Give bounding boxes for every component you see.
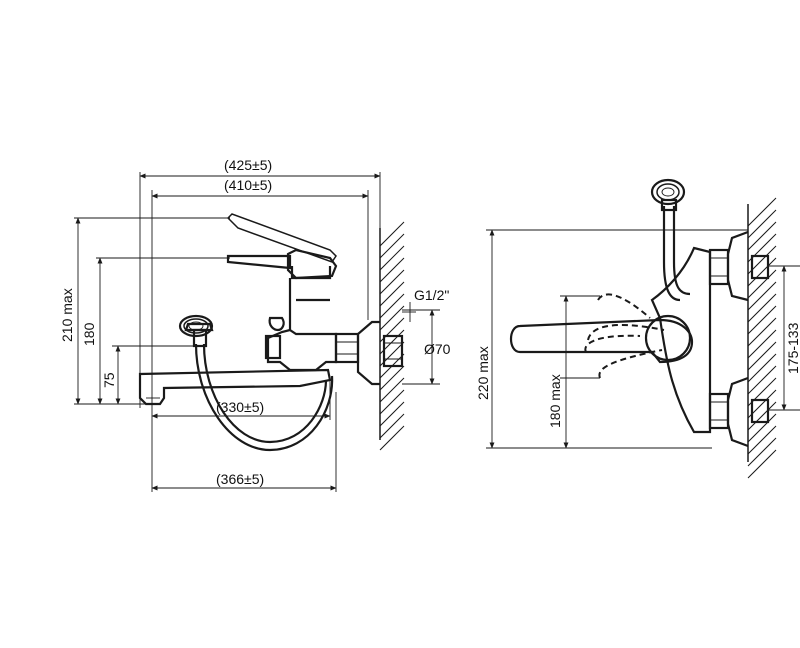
front-view: 220 max 180 max 175-133 bbox=[475, 178, 800, 479]
dim-body-width: (410±5) bbox=[224, 177, 272, 193]
front-shower-hose bbox=[662, 206, 691, 302]
front-wall bbox=[747, 197, 777, 479]
side-extension-lines bbox=[74, 172, 440, 492]
dim-overall-width: (425±5) bbox=[224, 157, 272, 173]
dim-height-max: 210 max bbox=[59, 288, 75, 342]
side-shower-hose bbox=[194, 343, 334, 452]
front-lever-dashed bbox=[584, 293, 665, 379]
front-lever-solid bbox=[509, 314, 694, 364]
side-lever-raised bbox=[226, 213, 337, 263]
side-lever-lowered bbox=[226, 248, 338, 280]
side-dimension-lines bbox=[75, 173, 435, 491]
side-view: (425±5) (410±5) (330±5) (366±5) 210 max … bbox=[59, 157, 451, 492]
dim-spout-length: (330±5) bbox=[216, 399, 264, 415]
dim-diameter: Ø70 bbox=[424, 341, 451, 357]
front-dimension-lines bbox=[489, 229, 787, 449]
dim-front-spacing: 175-133 bbox=[785, 322, 800, 374]
dim-total-length: (366±5) bbox=[216, 471, 264, 487]
dim-height-180: 180 bbox=[81, 322, 97, 346]
side-spout bbox=[138, 368, 332, 406]
front-upper-flange bbox=[708, 230, 770, 302]
side-shower-head bbox=[178, 314, 214, 348]
dim-front-height-max: 220 max bbox=[475, 346, 491, 400]
front-lower-flange bbox=[708, 376, 770, 448]
side-eccentric-nut bbox=[334, 332, 360, 364]
front-shower-head bbox=[650, 178, 686, 212]
dim-height-75: 75 bbox=[101, 372, 117, 388]
dim-thread: G1/2" bbox=[414, 287, 449, 303]
dim-front-lever-height: 180 max bbox=[547, 374, 563, 428]
side-diverter-knob bbox=[264, 316, 285, 360]
front-mixer-body bbox=[650, 246, 712, 434]
